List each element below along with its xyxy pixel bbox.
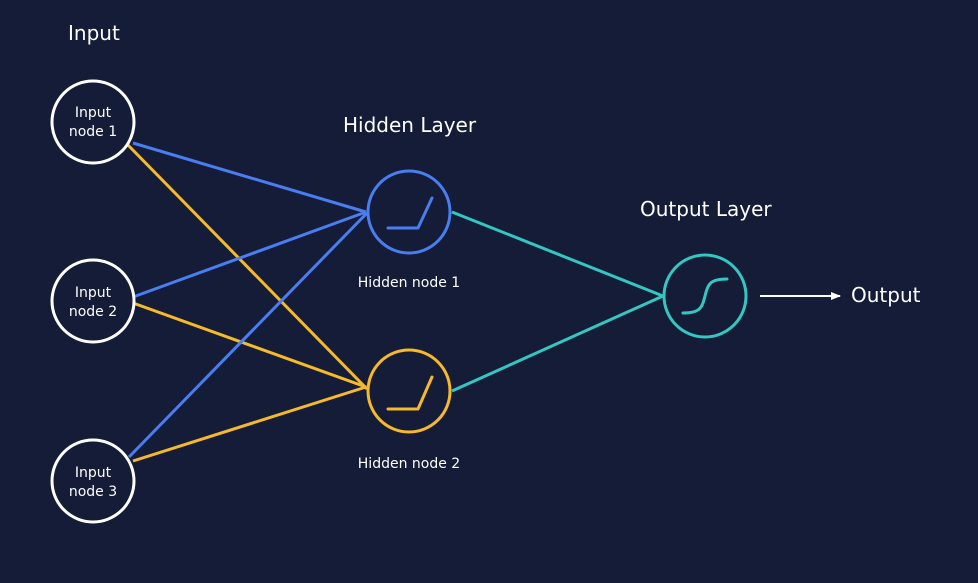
edge-hidden2-output xyxy=(451,294,664,393)
edge-hidden1-output xyxy=(451,210,664,298)
edge-input3-hidden1 xyxy=(127,211,369,459)
connections-to-hidden-2 xyxy=(124,141,369,463)
hidden-layer-title: Hidden Layer xyxy=(343,113,477,137)
edge-input1-hidden1 xyxy=(132,141,367,214)
input-layer-title: Input xyxy=(68,21,120,45)
connections-to-hidden-1 xyxy=(127,141,369,459)
sigmoid-icon xyxy=(681,277,729,315)
output-node xyxy=(662,253,748,339)
input-node-3-label-line2: node 3 xyxy=(69,484,117,500)
input-node-3: Input node 3 xyxy=(50,438,136,524)
relu-icon xyxy=(386,196,434,230)
edge-input2-hidden1 xyxy=(132,210,367,299)
input-node-1-label-line2: node 1 xyxy=(69,124,117,140)
input-node-1-label-line1: Input xyxy=(75,105,112,121)
connections-to-output xyxy=(451,210,664,393)
input-node-2-label-line2: node 2 xyxy=(69,304,117,320)
hidden-node-2-label: Hidden node 2 xyxy=(358,456,460,472)
input-node-3-label-line1: Input xyxy=(75,465,112,481)
input-node-1: Input node 1 xyxy=(50,79,136,165)
edge-input3-hidden2 xyxy=(132,385,367,463)
relu-icon xyxy=(386,375,434,411)
hidden-node-1 xyxy=(366,169,452,255)
input-node-2: Input node 2 xyxy=(50,258,136,344)
output-layer-title: Output Layer xyxy=(640,197,772,221)
output-label: Output xyxy=(851,283,921,307)
hidden-node-2 xyxy=(366,348,452,434)
edge-input1-hidden2 xyxy=(124,141,369,391)
edge-input2-hidden2 xyxy=(132,301,367,389)
hidden-node-1-label: Hidden node 1 xyxy=(358,275,460,291)
input-node-2-label-line1: Input xyxy=(75,285,112,301)
